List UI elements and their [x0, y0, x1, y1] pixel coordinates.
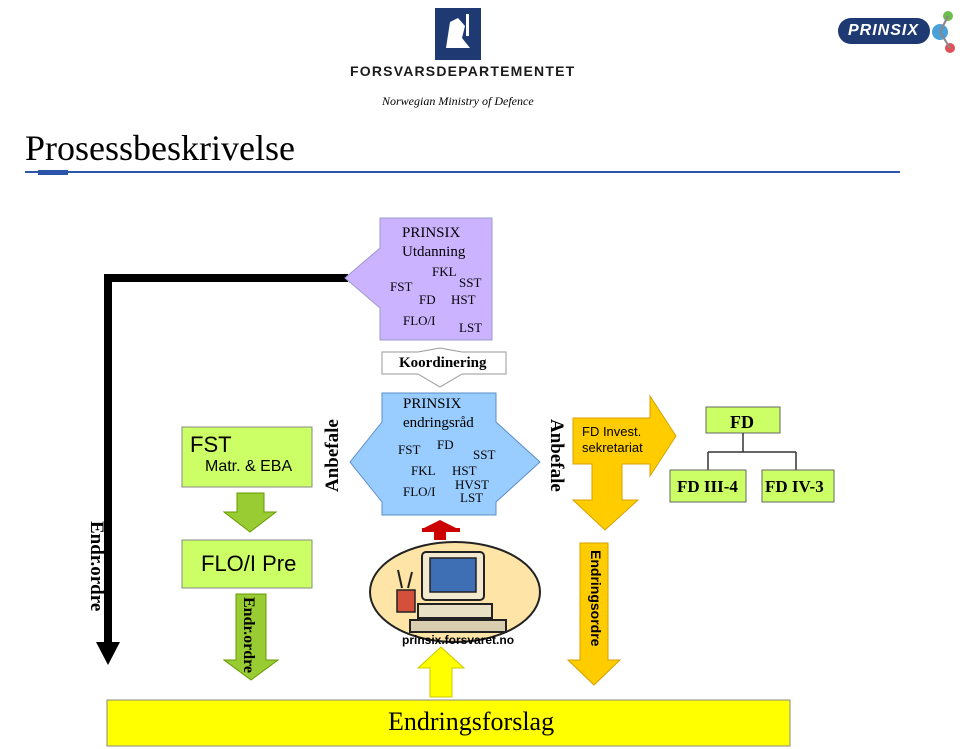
endringsrad-arrow-shape: [349, 392, 541, 516]
endringsrad-title-line2: endringsråd: [403, 415, 474, 431]
fst-down-arrow: [222, 492, 278, 533]
koordinering-arrow-shape: [381, 347, 507, 388]
endringsordre-arrow-shape: [566, 542, 622, 686]
endr-ordre-return-arrow: [104, 274, 348, 642]
coat-of-arms-icon: [435, 8, 481, 60]
utdanning-floi: FLO/I: [403, 313, 436, 328]
fd-iii-4-label: FD III-4: [677, 477, 738, 496]
fd-iv-3-box: [761, 469, 835, 503]
prinsix-logo: PRINSIX: [838, 11, 955, 53]
fst-box-subtitle: Matr. & EBA: [205, 458, 293, 475]
endringsrad-floi: FLO/I: [403, 484, 436, 499]
utdanning-fd: FD: [419, 292, 436, 307]
title-rule-accent: [38, 170, 68, 175]
utdanning-fkl: FKL: [432, 264, 457, 279]
endr-ordre-left-label: Endr.ordre: [86, 521, 107, 612]
endringsrad-fd: FD: [437, 437, 454, 452]
molecule-icon: [932, 11, 955, 53]
fd-top-box: [705, 406, 781, 434]
utdanning-sst: SST: [459, 275, 482, 290]
endringsrad-title-line1: PRINSIX: [403, 396, 462, 412]
utdanning-fst: FST: [390, 279, 413, 294]
endringsforslag-box-shape: [106, 699, 791, 747]
floi-pre-box-shape: [181, 539, 313, 589]
endringsrad-hst: HST: [452, 463, 477, 478]
endringsrad-hvst: HVST: [455, 477, 489, 492]
endringsforslag-label: Endringsforslag: [388, 707, 555, 736]
utdanning-title-line1: PRINSIX: [402, 225, 461, 241]
page-title: Prosessbeskrivelse: [25, 128, 295, 168]
endr-ordre-small-label: Endr.ordre: [240, 597, 257, 674]
computer-up-arrow: [416, 646, 466, 698]
fd-invest-line1: FD Invest.: [582, 424, 642, 439]
fd-iii-4-box: [669, 469, 747, 503]
ministry-subtitle: Norwegian Ministry of Defence: [382, 94, 534, 108]
ministry-name: FORSVARSDEPARTEMENTET: [350, 63, 576, 79]
fd-top-label: FD: [730, 412, 754, 432]
koordinering-label: Koordinering: [399, 355, 487, 371]
anbefale-left-label: Anbefale: [322, 419, 343, 492]
computer-caption: prinsix.forsvaret.no: [402, 633, 515, 647]
computer-icon: [369, 541, 541, 643]
floi-pre-label: FLO/I Pre: [201, 551, 297, 576]
prinsix-logo-text: PRINSIX: [848, 22, 920, 39]
endringsrad-fkl: FKL: [411, 463, 436, 478]
endr-ordre-arrowhead: [96, 642, 120, 665]
fd-invest-line2: sekretariat: [582, 440, 643, 455]
fd-iv-3-label: FD IV-3: [765, 477, 824, 496]
utdanning-arrow-shape: [344, 217, 493, 341]
endringsordre-label: Endringsordre: [588, 550, 604, 647]
utdanning-title-line2: Utdanning: [402, 244, 466, 260]
anbefale-right-label: Anbefale: [546, 419, 567, 492]
fst-box-shape: [181, 426, 313, 488]
utdanning-lst: LST: [459, 320, 483, 335]
endringsrad-lst: LST: [460, 490, 484, 505]
floi-down-arrow: [222, 593, 280, 681]
utdanning-hst: HST: [451, 292, 476, 307]
ministry-logo: [380, 8, 580, 108]
endringsrad-sst: SST: [473, 447, 496, 462]
fst-box-title: FST: [190, 432, 232, 457]
endringsrad-fst: FST: [398, 442, 421, 457]
fd-invest-arrow-shape: [571, 394, 677, 531]
title-rule: [25, 171, 900, 173]
